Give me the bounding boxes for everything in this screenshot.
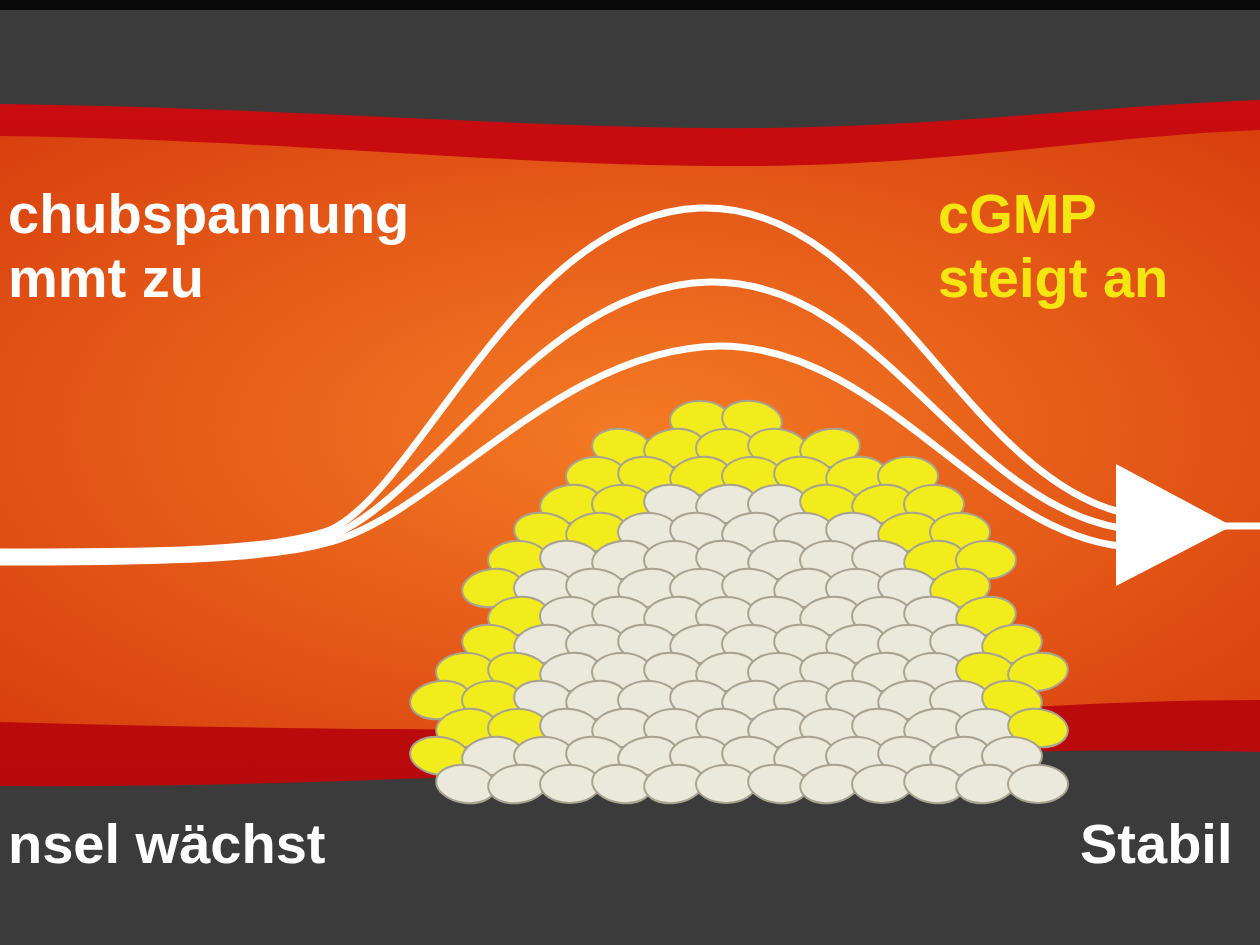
annotation-label: cGMP steigt an	[938, 182, 1171, 310]
plaque-cell	[696, 765, 756, 803]
artery-wall	[0, 100, 1260, 786]
plaque-cells	[408, 397, 1071, 807]
top-bar	[0, 0, 1260, 10]
artery-lumen	[0, 130, 1260, 730]
plaque-cell	[1008, 765, 1068, 803]
plaque-cell	[852, 765, 912, 803]
flow-arrowhead	[1116, 464, 1232, 586]
annotation-label: chubspannung mmt zu	[8, 182, 412, 310]
caption-label: Stabil	[1080, 812, 1235, 876]
caption-label: nsel wächst	[8, 812, 328, 876]
plaque-cell	[540, 765, 600, 803]
